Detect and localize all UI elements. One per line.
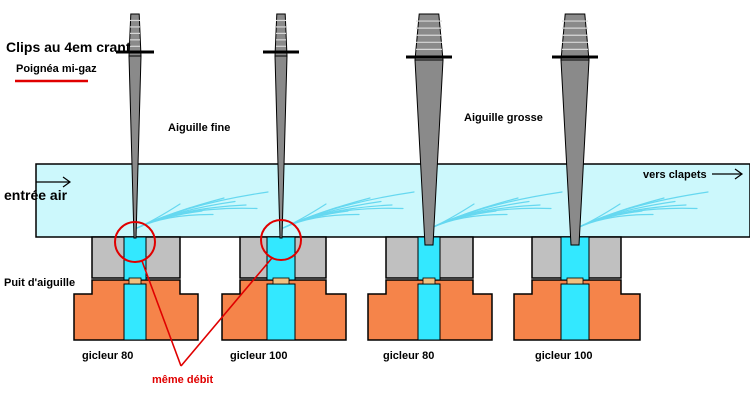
fuel-channel-lower [417, 283, 441, 341]
jet-label-1: gicleur 80 [82, 350, 133, 362]
spray-stroke [282, 191, 415, 229]
spray-plume-1 [136, 191, 269, 229]
fuel-spray-group [136, 191, 709, 229]
jet-orifice [128, 277, 142, 285]
jet-orifice [566, 277, 584, 285]
jet-assembly-3 [367, 236, 493, 341]
pointer-line-1 [141, 260, 182, 367]
arrow-right-icon [712, 168, 744, 180]
spray-stroke [136, 191, 269, 229]
clips-label: Clips au 4em crant [6, 39, 131, 55]
needle-shaft [128, 55, 142, 239]
air-duct [35, 163, 750, 238]
needle-shaft [560, 59, 590, 246]
jet-assembly-1 [73, 236, 199, 341]
jet-assembly-4 [513, 236, 641, 341]
vers-clapets-label: vers clapets [643, 169, 707, 181]
spray-plume-4 [576, 191, 709, 229]
spray-stroke [576, 191, 709, 229]
pointer-line-2 [180, 257, 273, 367]
jet-orifice [272, 277, 290, 285]
jet-label-2: gicleur 100 [230, 350, 287, 362]
fuel-channel-lower [266, 283, 296, 341]
needle-shaft [274, 55, 288, 239]
fuel-channel-lower [560, 283, 590, 341]
puit-label: Puit d'aiguille [4, 277, 75, 289]
entree-air-label: entrée air [4, 187, 68, 203]
jet-assembly-2 [221, 236, 347, 341]
jet-label-4: gicleur 100 [535, 350, 592, 362]
needle-clip [116, 50, 154, 54]
annotation-group [114, 219, 302, 367]
jet-assemblies [73, 236, 641, 341]
spray-stroke [430, 191, 563, 229]
poignee-label: Poignéa mi-gaz [16, 63, 97, 75]
needle-clip [263, 50, 299, 54]
arrow-right-icon [36, 176, 72, 188]
fuel-channel-lower [123, 283, 147, 341]
needle-clip [552, 55, 598, 59]
needle-2 [263, 13, 299, 239]
spray-plume-3 [430, 191, 563, 229]
annotation-circle-2 [260, 219, 302, 261]
fuel-channel-upper [123, 236, 147, 281]
needle-shaft [414, 59, 444, 246]
needles [116, 13, 598, 246]
needle-clip [406, 55, 452, 59]
annotation-circle-1 [114, 221, 156, 263]
aiguille-fine-label: Aiguille fine [168, 122, 230, 134]
meme-debit-label: même débit [152, 374, 213, 386]
aiguille-grosse-label: Aiguille grosse [464, 112, 543, 124]
jet-orifice [422, 277, 436, 285]
needle-3 [406, 13, 452, 246]
needle-1 [116, 13, 154, 239]
needle-4 [552, 13, 598, 246]
jet-label-3: gicleur 80 [383, 350, 434, 362]
